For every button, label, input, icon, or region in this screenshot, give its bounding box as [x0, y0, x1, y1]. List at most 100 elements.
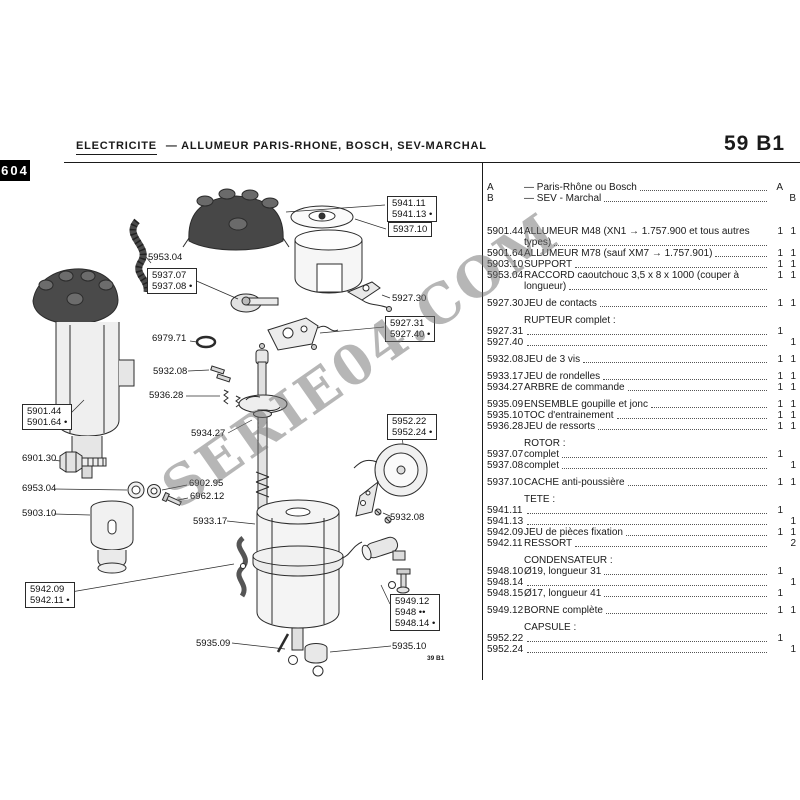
- qty-col-a: 1: [777, 354, 783, 365]
- leader-dots: [627, 382, 767, 391]
- leader-dots: [527, 505, 767, 514]
- callout-part-number: 5901.44: [27, 406, 62, 417]
- qty-col-b: 2: [790, 538, 796, 549]
- part-label: ALLUMEUR M78 (sauf XM7 → 1.757.901): [524, 248, 713, 259]
- qty-col-a: [770, 438, 783, 449]
- o-ring-icon: [195, 335, 217, 349]
- part-code: 5937.08: [487, 460, 524, 471]
- qty-col-b: 1: [790, 259, 796, 270]
- qty-col-a: [770, 555, 783, 566]
- callout-part-number: 5935.10: [392, 641, 427, 652]
- diagram-callout: 6962.12: [190, 491, 224, 502]
- qty-col-a: 1: [777, 382, 783, 393]
- part-label: RUPTEUR complet :: [524, 315, 616, 326]
- part-code: 5903.10: [487, 259, 524, 270]
- qty-col-a: 1: [777, 566, 783, 577]
- part-code: [487, 315, 524, 326]
- part-code: [487, 237, 524, 248]
- leader-dots: [605, 605, 767, 614]
- callout-part-number: 5942.09: [30, 584, 65, 595]
- part-code: 5927.40: [487, 337, 524, 348]
- qty-col-a: [770, 644, 783, 655]
- qty-col-a: 1: [777, 605, 783, 616]
- qty-col-a: 1: [777, 371, 783, 382]
- part-label: JEU de 3 vis: [524, 354, 581, 365]
- qty-col-a: 1: [777, 298, 783, 309]
- section-title: ELECTRICITE: [76, 140, 157, 155]
- leader-dots: [715, 248, 767, 257]
- qty-col-a: [770, 538, 783, 549]
- qty-col-b: [783, 622, 796, 633]
- qty-col-a: [770, 516, 783, 527]
- leader-dots: [569, 281, 767, 290]
- part-label: TETE :: [524, 494, 556, 505]
- leader-dots: [554, 237, 767, 246]
- diagram-callout: 5935.09: [196, 638, 230, 649]
- qty-col-b: [783, 326, 796, 337]
- diagram-ref: 39 B1: [427, 655, 445, 662]
- qty-col-b: [783, 555, 796, 566]
- qty-col-b: 1: [790, 354, 796, 365]
- leader-dots: [625, 527, 767, 536]
- qty-col-a: [770, 337, 783, 348]
- part-label: RACCORD caoutchouc 3,5 x 8 x 1000 (coupe…: [524, 270, 740, 281]
- group-heading-row: CAPSULE :: [487, 622, 796, 633]
- qty-col-b: [783, 315, 796, 326]
- qty-col-b: 1: [790, 644, 796, 655]
- leader-dots: [742, 270, 767, 279]
- part-code: [487, 555, 524, 566]
- qty-col-b: 1: [790, 410, 796, 421]
- callout-part-number: 5901.64 •: [27, 417, 68, 428]
- diagram-callout: 5927.30: [392, 293, 426, 304]
- part-label: JEU de pièces fixation: [524, 527, 623, 538]
- qty-col-b: 1: [790, 371, 796, 382]
- qty-col-a: [770, 622, 783, 633]
- part-label: — Paris-Rhône ou Bosch: [524, 182, 637, 193]
- callout-part-number: 5953.04: [148, 252, 183, 263]
- lower-housing-icon: [252, 499, 344, 651]
- vacuum-capsule-icon: [353, 443, 428, 517]
- callout-part-number: 5927.31: [390, 318, 425, 329]
- washers-icon: [127, 481, 182, 507]
- qty-col-b: [783, 633, 796, 644]
- qty-col-b: 1: [790, 527, 796, 538]
- part-label: ENSEMBLE goupille et jonc: [524, 399, 648, 410]
- diagram-callout: 6979.71: [152, 333, 186, 344]
- leader-dots: [650, 399, 767, 408]
- qty-col-b: [783, 281, 796, 292]
- part-code: B: [487, 193, 494, 204]
- leader-dots: [527, 633, 767, 642]
- callout-part-number: 5935.09: [196, 638, 231, 649]
- callout-part-number: 6902.95: [189, 478, 224, 489]
- part-label: JEU de rondelles: [524, 371, 601, 382]
- callout-part-number: 5936.28: [149, 390, 184, 401]
- parts-row: types): [487, 237, 796, 248]
- callout-part-number: 5903.10: [22, 508, 57, 519]
- qty-col-a: 1: [777, 326, 783, 337]
- qty-col-a: [770, 281, 783, 292]
- qty-col-a: 1: [777, 259, 783, 270]
- part-label: complet: [524, 449, 560, 460]
- part-label: types): [524, 237, 552, 248]
- qty-col-b: [783, 505, 796, 516]
- part-label: JEU de ressorts: [524, 421, 596, 432]
- shield-cylinder-icon: [294, 229, 363, 294]
- callout-part-number: 5952.22: [392, 416, 427, 427]
- part-label: TOC d'entrainement: [524, 410, 614, 421]
- qty-col-b: [783, 588, 796, 599]
- support-bracket-icon: [90, 500, 134, 574]
- callout-part-number: 5941.11: [392, 198, 426, 209]
